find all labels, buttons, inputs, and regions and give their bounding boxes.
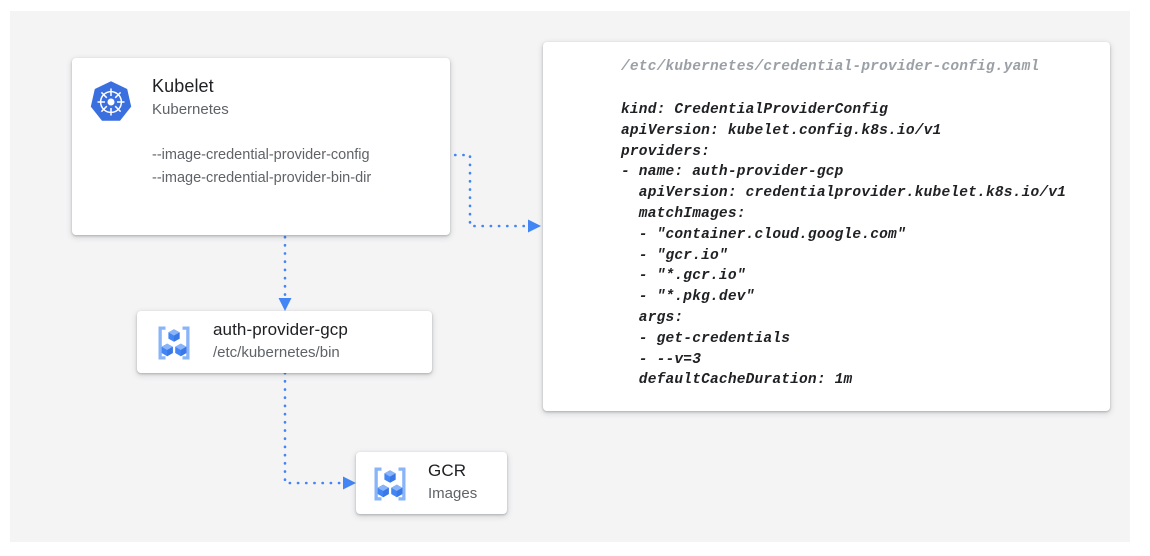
config-line: - "*.pkg.dev" bbox=[621, 289, 755, 306]
config-line: defaultCacheDuration: 1m bbox=[621, 372, 853, 389]
kubernetes-icon bbox=[87, 78, 135, 126]
kubelet-flag-config: --image-credential-provider-config bbox=[152, 147, 370, 163]
config-line: apiVersion: credentialprovider.kubelet.k… bbox=[621, 185, 1067, 202]
auth-provider-titles: auth-provider-gcp /etc/kubernetes/bin bbox=[213, 318, 348, 364]
config-line: kind: CredentialProviderConfig bbox=[621, 102, 889, 118]
config-line: - "gcr.io" bbox=[621, 247, 728, 264]
config-line: args: bbox=[621, 309, 684, 326]
gcp-container-registry-icon bbox=[368, 462, 412, 506]
kubelet-subtitle: Kubernetes bbox=[152, 101, 229, 118]
auth-provider-subtitle: /etc/kubernetes/bin bbox=[213, 344, 340, 361]
config-line: - --v=3 bbox=[621, 351, 702, 368]
kubelet-title: Kubelet bbox=[152, 76, 214, 96]
gcr-subtitle: Images bbox=[428, 485, 478, 502]
auth-provider-gcp-node[interactable]: auth-provider-gcp /etc/kubernetes/bin bbox=[137, 311, 432, 373]
config-line: providers: bbox=[621, 143, 711, 160]
kubelet-node[interactable]: Kubelet Kubernetes --image-credential-pr… bbox=[72, 58, 450, 235]
kubelet-flag-bin-dir: --image-credential-provider-bin-dir bbox=[152, 170, 372, 186]
config-line: - "container.cloud.google.com" bbox=[621, 226, 906, 243]
config-line: - name: auth-provider-gcp bbox=[621, 164, 844, 181]
gcp-container-registry-icon bbox=[152, 321, 196, 365]
credential-provider-config-card[interactable]: /etc/kubernetes/credential-provider-conf… bbox=[543, 42, 1110, 411]
kubelet-titles: Kubelet Kubernetes bbox=[152, 74, 229, 121]
gcr-node[interactable]: GCR Images bbox=[356, 452, 507, 514]
config-file-path: /etc/kubernetes/credential-provider-conf… bbox=[621, 59, 1040, 75]
config-line: - get-credentials bbox=[621, 330, 791, 347]
config-line: matchImages: bbox=[621, 205, 746, 222]
config-line: - "*.gcr.io" bbox=[621, 268, 746, 285]
config-file-body: kind: CredentialProviderConfig apiVersion… bbox=[621, 100, 1066, 391]
config-line: apiVersion: kubelet.config.k8s.io/v1 bbox=[621, 122, 942, 139]
gcr-titles: GCR Images bbox=[428, 459, 477, 505]
auth-provider-title: auth-provider-gcp bbox=[213, 320, 348, 339]
kubelet-flags: --image-credential-provider-config --ima… bbox=[152, 144, 371, 190]
gcr-title: GCR bbox=[428, 461, 467, 480]
